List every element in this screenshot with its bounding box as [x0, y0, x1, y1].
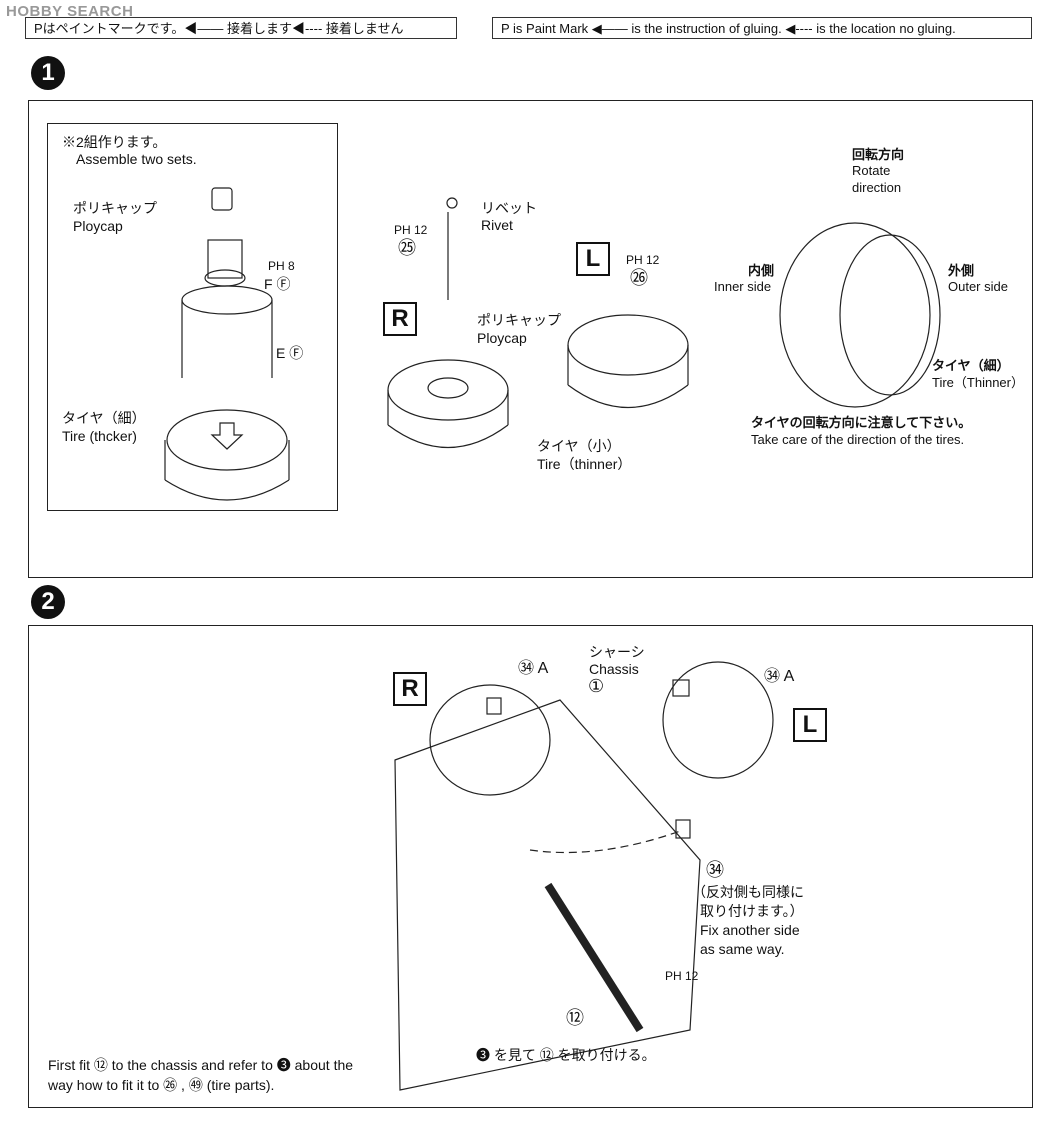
label-r-step2: R — [393, 672, 427, 706]
label-l: L — [576, 242, 610, 276]
note-en-line1: First fit ⑫ to the chassis and refer to … — [48, 1057, 354, 1073]
paint-mark-ph12: PH 12 — [665, 969, 699, 983]
outer-jp: 外側 — [948, 263, 975, 278]
part-1: ① — [588, 676, 605, 696]
tire-thin-jp: タイヤ（細） — [932, 358, 1010, 373]
other-side-jp1: （反対側も同様に — [692, 884, 804, 900]
polycap-label-jp: ポリキャップ — [73, 200, 157, 216]
paint-mark-ph8: PH 8 — [268, 259, 295, 273]
polycap-drawing — [211, 187, 233, 211]
tire-small-en: Tire（thinner） — [537, 456, 632, 472]
part-34: ㉞ — [706, 860, 724, 880]
note-jp: ❸ を見て ⑫ を取り付ける。 — [476, 1047, 656, 1063]
other-side-en1: Fix another side — [700, 922, 800, 938]
part-26: ㉖ — [630, 268, 648, 288]
subassembly-box — [47, 123, 338, 511]
inner-en: Inner side — [714, 279, 772, 294]
care-en: Take care of the direction of the tires. — [751, 432, 965, 447]
polycap2-en: Ploycap — [477, 330, 527, 346]
paint-mark-ph12-b: PH 12 — [626, 253, 660, 267]
outer-en: Outer side — [948, 279, 1008, 294]
rotate-jp: 回転方向 — [852, 147, 905, 162]
arrow-down-icon — [210, 422, 244, 450]
step-2-panel — [28, 625, 1033, 1108]
chassis-jp: シャーシ — [589, 644, 645, 660]
legend-japanese: Pはペイントマークです。◀―― 接着します◀---- 接着しません — [25, 17, 457, 39]
chassis-en: Chassis — [589, 661, 639, 677]
note-en: Assemble two sets. — [76, 151, 197, 167]
label-r: R — [383, 302, 417, 336]
other-side-jp2: 取り付けます。） — [700, 903, 804, 919]
step-1-panel — [28, 100, 1033, 578]
other-side-en2: as same way. — [700, 941, 785, 957]
watermark-logo: HOBBY SEARCH — [6, 3, 134, 20]
tire-thick-en: Tire (thcker) — [62, 428, 137, 444]
note-jp: ※2組作ります。 — [62, 134, 167, 150]
legend-english: P is Paint Mark ◀―― is the instruction o… — [492, 17, 1032, 39]
tire-small-jp: タイヤ（小） — [537, 438, 621, 454]
part-34a-left: ㉞ A — [518, 660, 549, 677]
tire-thin-en: Tire（Thinner） — [932, 375, 1024, 390]
step-2-badge: 2 — [31, 585, 65, 619]
rotate-en1: Rotate — [852, 163, 891, 178]
note-en-line2: way how to fit it to ㉖ , ㊾ (tire parts). — [48, 1077, 275, 1093]
polycap2-jp: ポリキャップ — [477, 312, 561, 328]
rotate-en2: direction — [852, 180, 902, 195]
care-jp: タイヤの回転方向に注意して下さい。 — [751, 415, 972, 430]
polycap-label-en: Ploycap — [73, 218, 123, 234]
paint-mark-ph12-a: PH 12 — [394, 223, 428, 237]
label-l-step2: L — [793, 708, 827, 742]
part-12: ⑫ — [566, 1008, 584, 1028]
part-34a-right: ㉞ A — [764, 668, 795, 685]
part-f: F Ⓕ — [264, 276, 291, 292]
step-1-badge: 1 — [31, 56, 65, 90]
tire-thick-jp: タイヤ（細） — [62, 410, 146, 426]
rivet-jp: リベット — [481, 200, 537, 216]
part-25: ㉕ — [398, 238, 416, 258]
rivet-en: Rivet — [481, 217, 513, 233]
inner-jp: 内側 — [748, 263, 775, 278]
part-e: E Ⓕ — [276, 345, 304, 361]
